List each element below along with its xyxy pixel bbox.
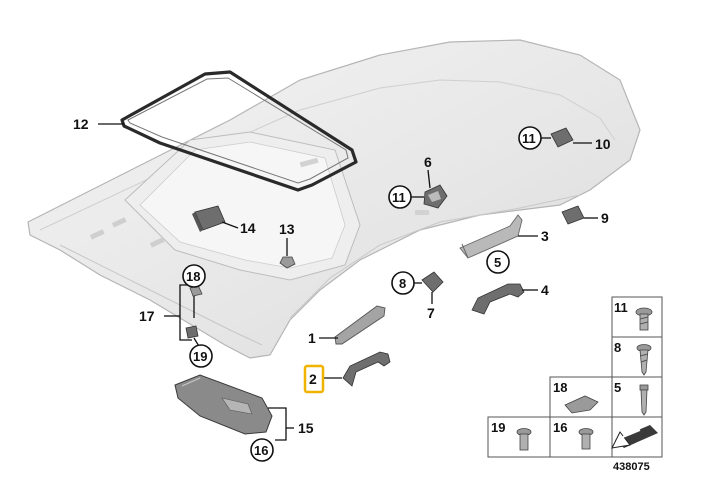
part-19-clip — [185, 325, 199, 339]
label-18: 18 — [186, 269, 200, 284]
drawing-number: 438075 — [613, 461, 650, 473]
circled-labels: 11 11 5 8 18 19 16 — [182, 126, 542, 462]
part-13-clip — [279, 256, 296, 269]
legend-label-19: 19 — [491, 420, 505, 435]
label-13: 13 — [279, 221, 295, 237]
part-7-clip — [421, 271, 444, 293]
legend-screw-11 — [635, 307, 653, 331]
label-17: 17 — [139, 308, 155, 324]
label-15: 15 — [298, 420, 314, 436]
part-3-bracket — [459, 214, 523, 259]
sunroof-seal — [120, 70, 358, 192]
legend-clip-18 — [564, 395, 599, 414]
label-2-highlighted[interactable]: 2 — [303, 364, 325, 394]
legend-bolt-5 — [639, 384, 649, 416]
label-2: 2 — [309, 371, 317, 387]
label-14: 14 — [240, 220, 256, 236]
legend-label-16: 16 — [553, 420, 567, 435]
label-10: 10 — [595, 136, 611, 152]
headliner-panel — [27, 39, 641, 359]
label-11-left: 11 — [392, 190, 406, 205]
label-4: 4 — [541, 282, 549, 298]
part-2-grab-handle — [342, 351, 391, 387]
label-11-right: 11 — [522, 131, 536, 146]
label-19: 19 — [193, 349, 207, 364]
label-1: 1 — [308, 330, 316, 346]
part-15-sun-visor — [174, 374, 273, 435]
part-10-clip — [550, 127, 574, 148]
plain-labels: 12 14 13 6 10 9 3 4 7 1 15 17 — [73, 116, 611, 436]
label-7: 7 — [427, 305, 435, 321]
label-16: 16 — [254, 443, 268, 458]
part-4-grab-handle — [471, 283, 525, 315]
legend-label-5: 5 — [614, 380, 621, 395]
legend-label-11: 11 — [614, 300, 628, 315]
label-5: 5 — [494, 255, 501, 270]
label-6: 6 — [424, 154, 432, 170]
legend-label-18: 18 — [553, 380, 567, 395]
legend-screw-16 — [578, 428, 594, 450]
legend-label-8: 8 — [614, 340, 621, 355]
label-3: 3 — [541, 228, 549, 244]
fastener-legend: 11 8 18 5 19 16 — [487, 296, 663, 458]
legend-screw-19 — [516, 428, 532, 451]
part-1-grab-handle — [334, 305, 386, 345]
part-6-bracket — [423, 184, 448, 209]
legend-orientation-arrow-icon — [611, 425, 658, 449]
part-9-clip — [561, 205, 585, 225]
label-12: 12 — [73, 116, 89, 132]
legend-screw-8 — [636, 344, 652, 376]
label-9: 9 — [601, 210, 609, 226]
label-8: 8 — [399, 276, 406, 291]
part-14-block — [192, 205, 226, 232]
